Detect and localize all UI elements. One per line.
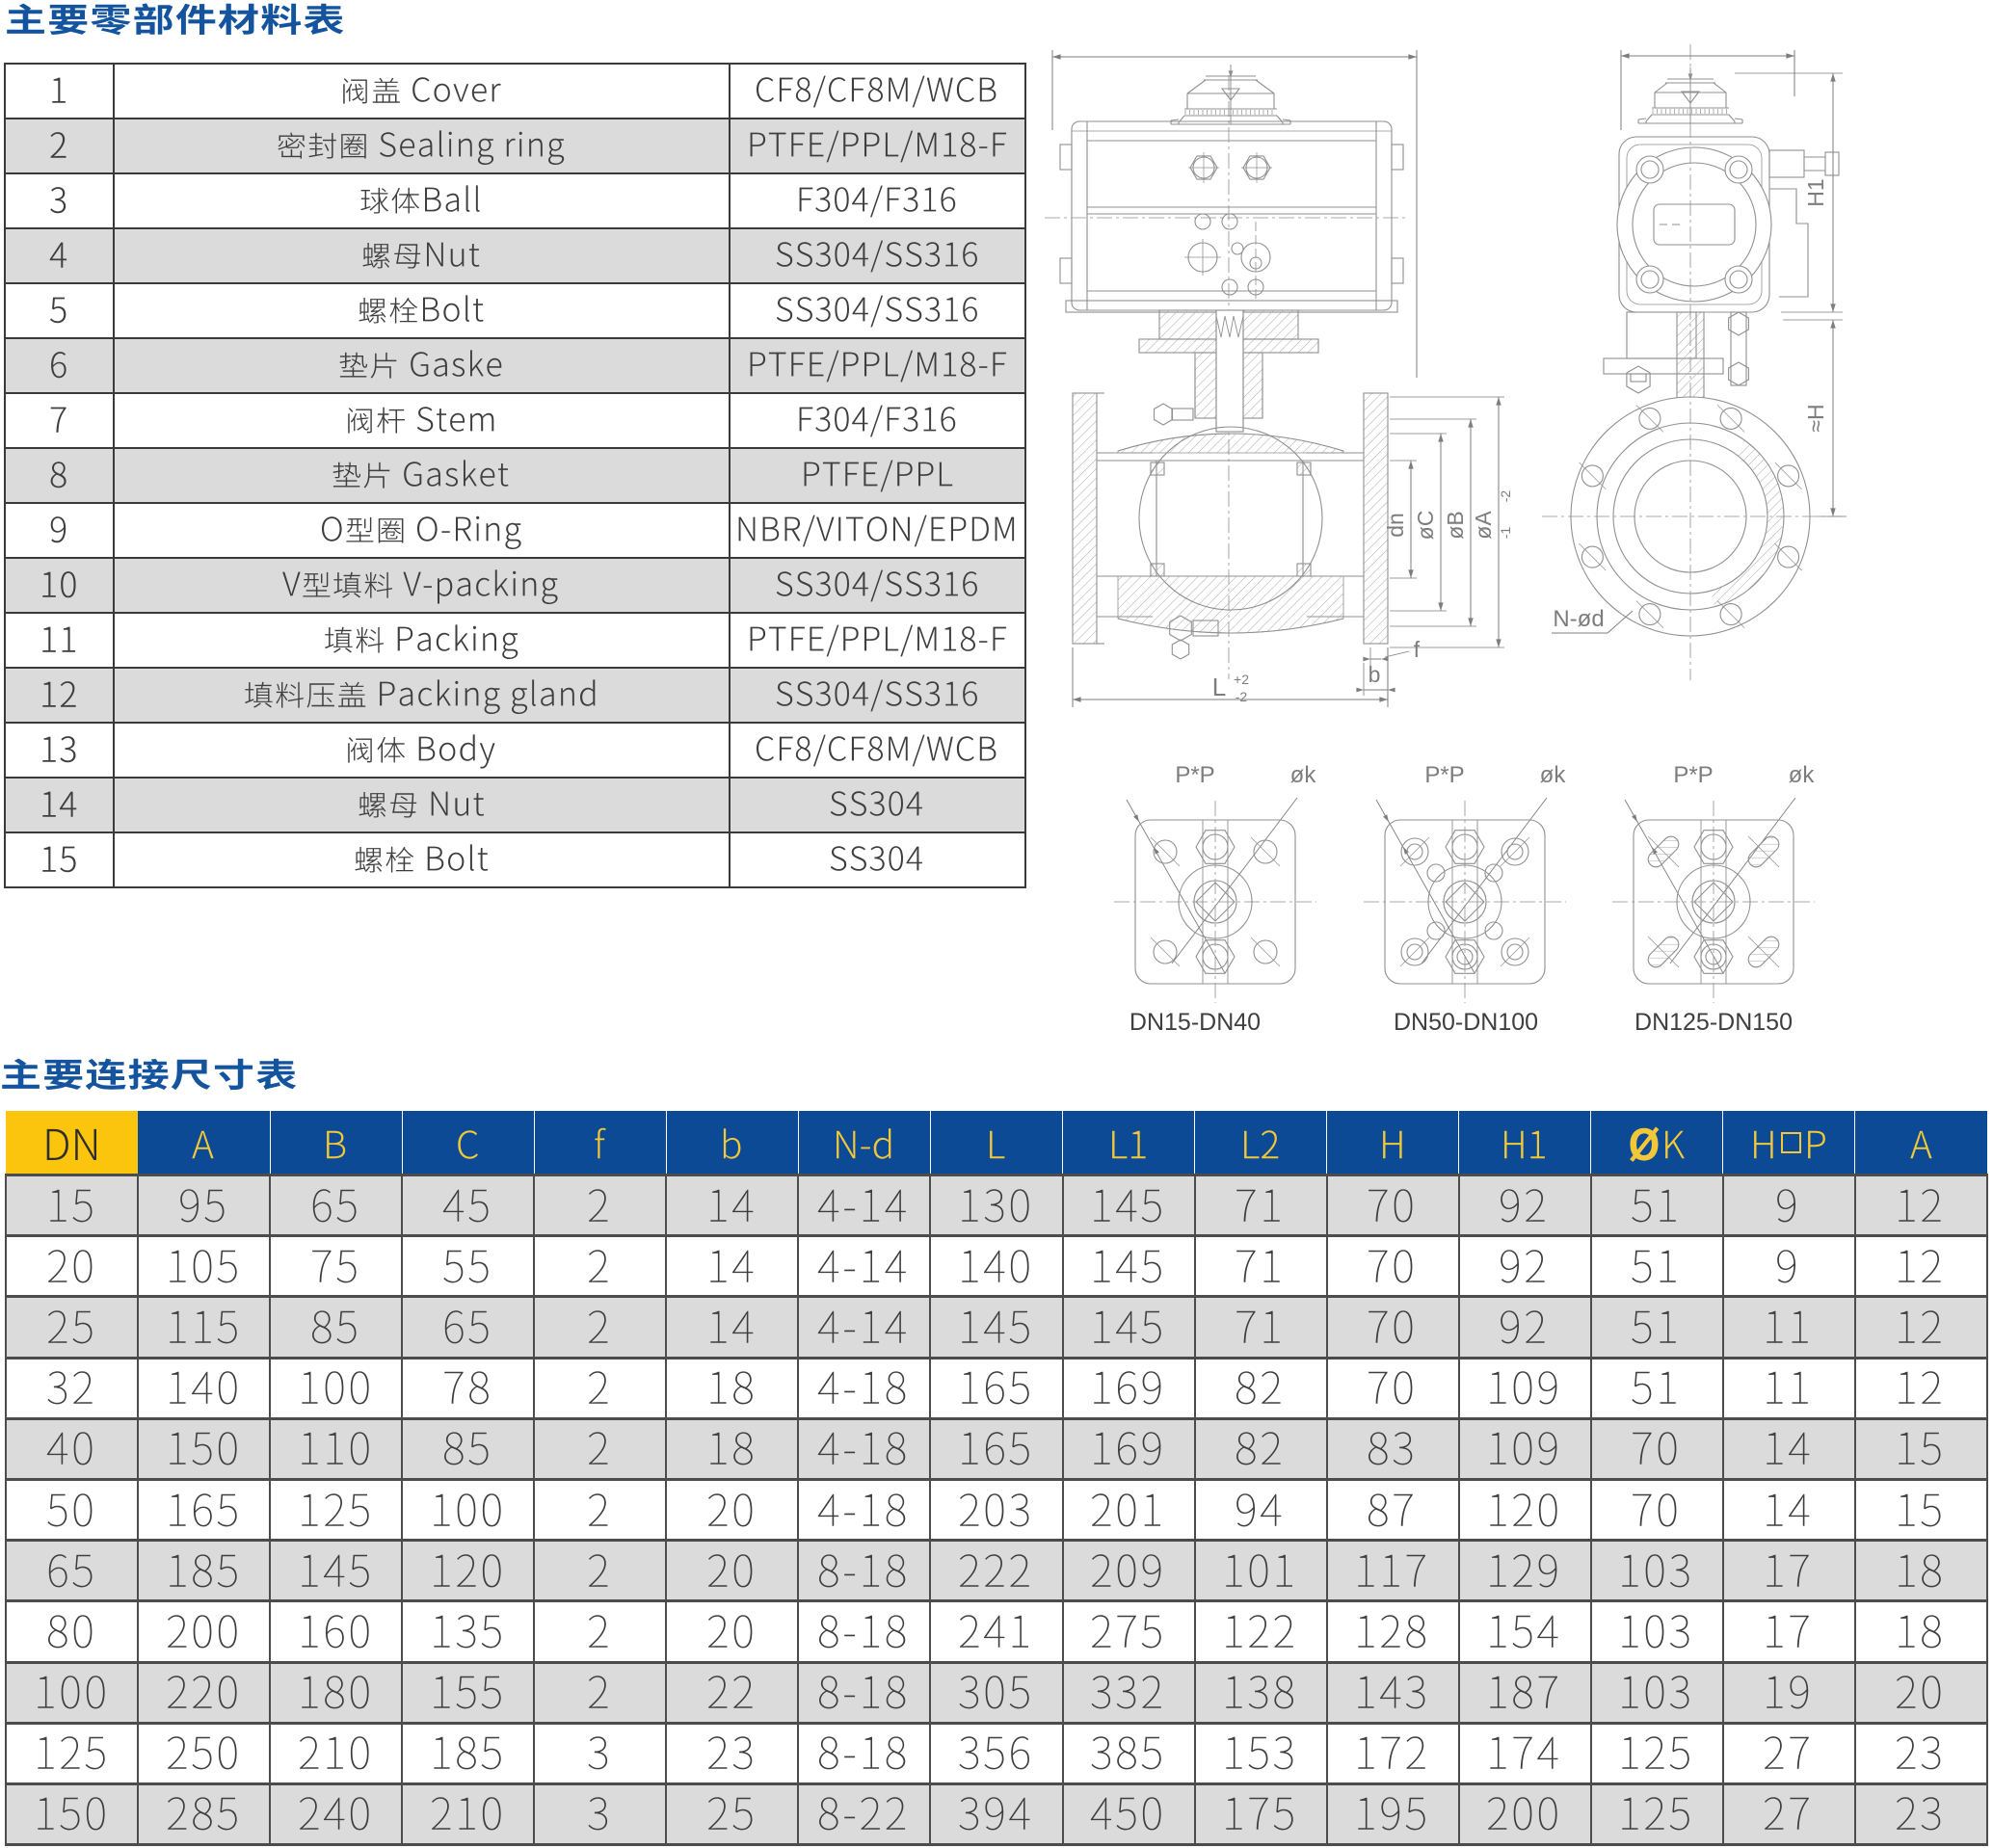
svg-text:DN50-DN100: DN50-DN100	[1394, 1009, 1538, 1036]
svg-text:b: b	[1369, 662, 1381, 687]
svg-text:DN125-DN150: DN125-DN150	[1634, 1009, 1793, 1036]
svg-text:øk: øk	[1540, 762, 1567, 788]
svg-text:øA: øA	[1471, 511, 1496, 540]
svg-text:øk: øk	[1290, 762, 1317, 788]
svg-text:øk: øk	[1789, 762, 1816, 788]
svg-text:øC: øC	[1413, 511, 1438, 541]
svg-text:-1: -1	[1498, 527, 1513, 540]
svg-text:P*P: P*P	[1673, 762, 1713, 788]
svg-text:DN15-DN40: DN15-DN40	[1129, 1009, 1261, 1036]
svg-text:N-ød: N-ød	[1553, 606, 1604, 632]
svg-text:P*P: P*P	[1175, 762, 1214, 788]
svg-text:P*P: P*P	[1424, 762, 1464, 788]
svg-text:-2: -2	[1498, 490, 1513, 503]
svg-text:≈H: ≈H	[1803, 404, 1828, 432]
svg-text:+2: +2	[1234, 672, 1249, 687]
svg-text:dn: dn	[1383, 513, 1408, 538]
svg-text:øB: øB	[1443, 511, 1468, 539]
svg-text:H1: H1	[1803, 178, 1828, 206]
svg-text:-2: -2	[1236, 689, 1248, 704]
svg-text:f: f	[1414, 637, 1421, 662]
svg-text:L: L	[1212, 673, 1226, 701]
